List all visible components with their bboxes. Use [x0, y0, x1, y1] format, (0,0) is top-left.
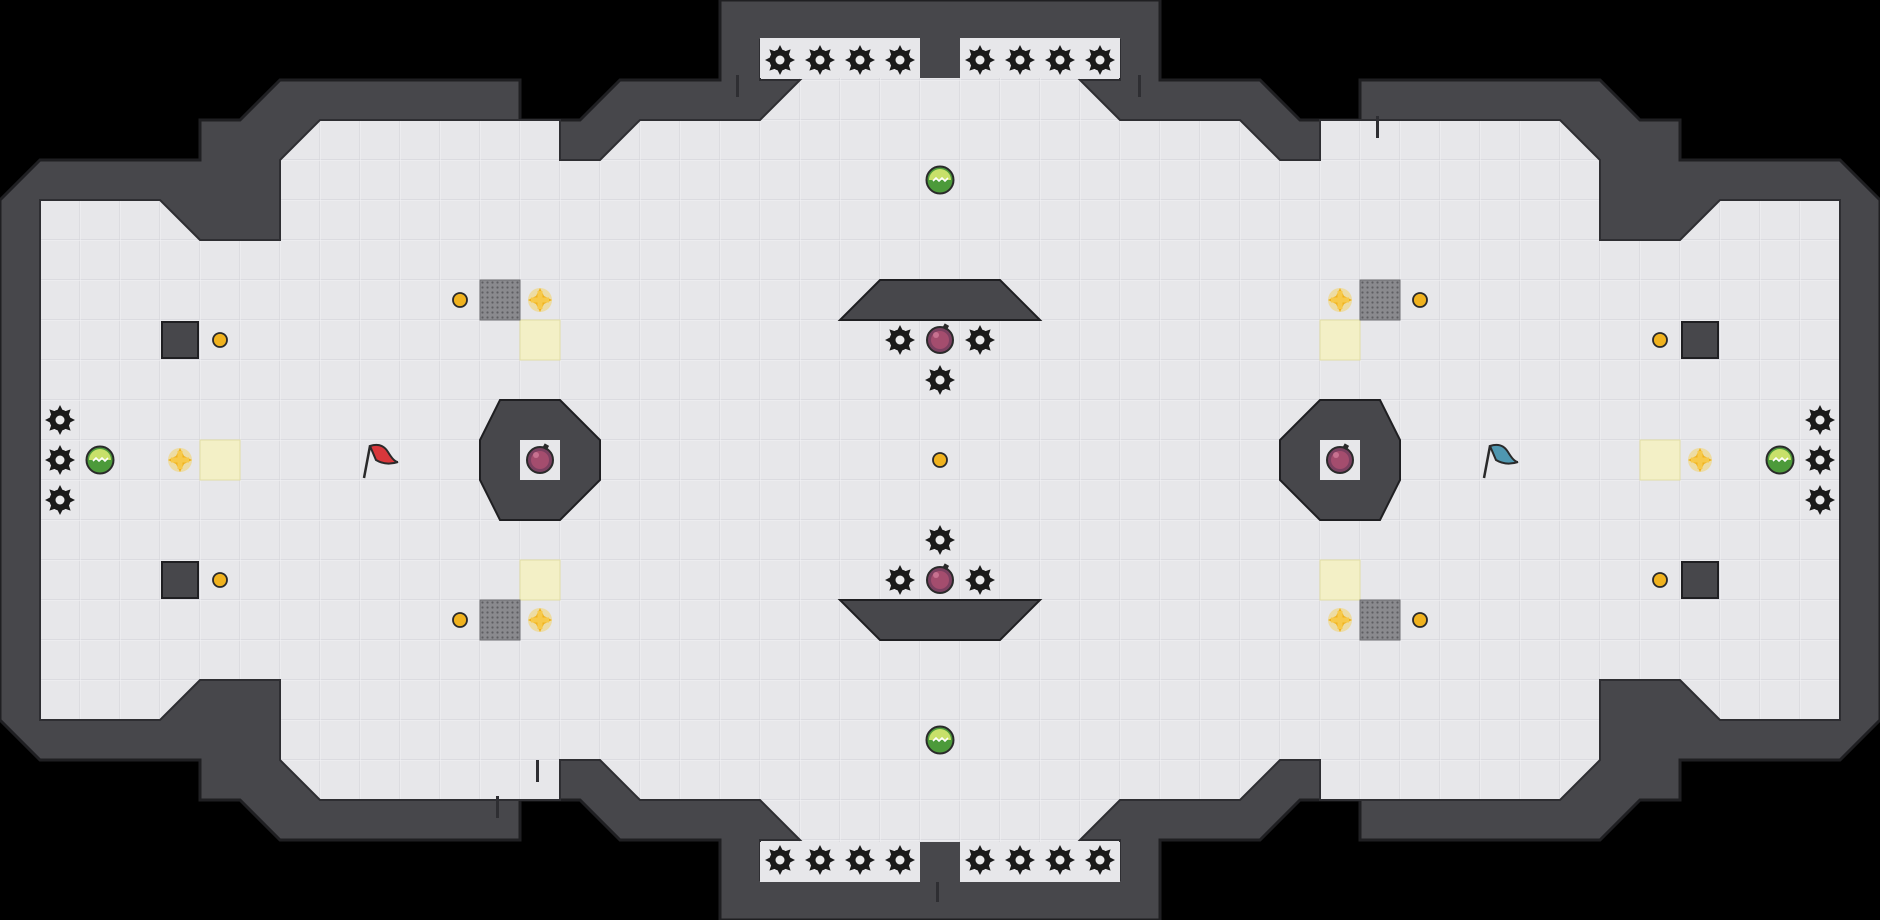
- blue-flag: [1482, 443, 1519, 479]
- button-icon: [452, 612, 468, 628]
- spike-icon: [885, 565, 915, 595]
- boost-icon: [1328, 608, 1352, 632]
- spike-icon: [925, 365, 955, 395]
- spike-icon: [925, 525, 955, 555]
- red-flag: [362, 443, 399, 479]
- spike-icon: [1005, 45, 1035, 75]
- spike-icon: [1045, 45, 1075, 75]
- button-icon: [1652, 572, 1668, 588]
- speedpad-icon: [1319, 559, 1361, 601]
- center-wall-top: [837, 279, 1043, 321]
- spike-icon: [1805, 485, 1835, 515]
- spike-icon: [965, 565, 995, 595]
- spike-icon: [885, 325, 915, 355]
- button-icon: [212, 332, 228, 348]
- powerup-icon: [925, 165, 955, 195]
- button-icon: [212, 572, 228, 588]
- boost-icon: [1328, 288, 1352, 312]
- blocks: [161, 321, 1719, 599]
- gate-icon: [479, 599, 521, 641]
- spike-icon: [1085, 45, 1115, 75]
- spike-icon: [1045, 845, 1075, 875]
- button-icon: [1652, 332, 1668, 348]
- powerup-icon: [85, 445, 115, 475]
- spike-icon: [845, 845, 875, 875]
- spike-icon: [45, 445, 75, 475]
- powerup-icon: [925, 725, 955, 755]
- button-icon: [932, 452, 948, 468]
- spike-icon: [965, 845, 995, 875]
- spike-icon: [885, 45, 915, 75]
- boost-icon: [528, 288, 552, 312]
- boost-icon: [1688, 448, 1712, 472]
- spike-icon: [845, 45, 875, 75]
- spike-icon: [885, 845, 915, 875]
- spike-icon: [45, 405, 75, 435]
- spike-icon: [765, 45, 795, 75]
- spike-icon: [1805, 405, 1835, 435]
- spike-icon: [45, 485, 75, 515]
- speedpad-icon: [1319, 319, 1361, 361]
- button-icon: [1412, 612, 1428, 628]
- speedpad-icon: [1639, 439, 1681, 481]
- spike-icon: [965, 325, 995, 355]
- boost-icon: [168, 448, 192, 472]
- button-icon: [452, 292, 468, 308]
- spike-icon: [1005, 845, 1035, 875]
- spike-icon: [805, 845, 835, 875]
- powerup-icon: [1765, 445, 1795, 475]
- speedpad-icon: [199, 439, 241, 481]
- gate-icon: [1359, 599, 1401, 641]
- gate-icon: [1359, 279, 1401, 321]
- boost-icon: [528, 608, 552, 632]
- gate-icon: [479, 279, 521, 321]
- spike-icon: [765, 845, 795, 875]
- spike-icon: [965, 45, 995, 75]
- speedpad-icon: [519, 559, 561, 601]
- button-icon: [1412, 292, 1428, 308]
- flag-icon: [362, 443, 399, 479]
- center-wall-bottom: [837, 599, 1043, 641]
- spike-icon: [1805, 445, 1835, 475]
- spike-icon: [805, 45, 835, 75]
- spike-icon: [1085, 845, 1115, 875]
- speedpad-icon: [519, 319, 561, 361]
- flag-icon: [1482, 443, 1519, 479]
